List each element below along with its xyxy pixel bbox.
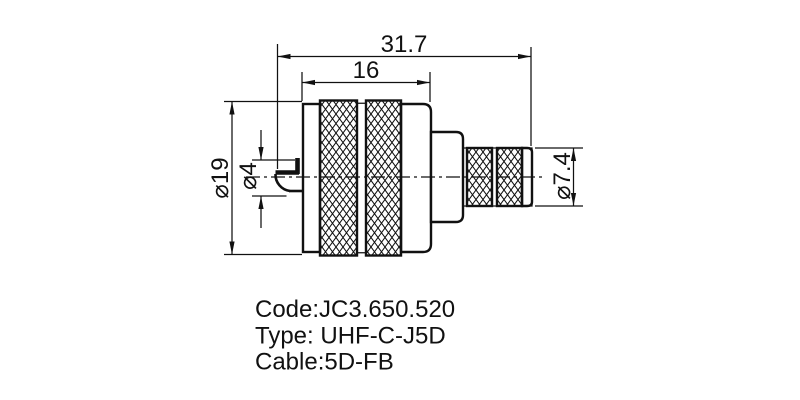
dim-extension-lines — [535, 147, 583, 207]
coupling-nut-flange — [301, 102, 322, 254]
dim-contact-diameter: ⌀4 — [235, 130, 295, 228]
dim-label-body-diameter: ⌀19 — [207, 157, 234, 198]
arrow-down-icon — [229, 241, 235, 255]
arrow-up-icon — [258, 196, 264, 209]
dim-label-overall-length: 31.7 — [381, 31, 428, 58]
dim-label-nut-length: 16 — [353, 57, 380, 84]
title-block: Code:JC3.650.520 Type: UHF-C-J5D Cable:5… — [255, 296, 455, 376]
dim-extension-lines — [252, 159, 295, 197]
dim-extension-lines — [224, 100, 302, 256]
arrow-right-icon — [417, 79, 430, 86]
dim-nut-length: 16 — [301, 57, 431, 102]
arrow-left-icon — [302, 79, 315, 86]
connector-body — [246, 99, 545, 257]
title-code-line: Code:JC3.650.520 — [255, 296, 455, 323]
dim-extension-lines — [276, 44, 532, 169]
coupling-nut-plain-section — [399, 102, 433, 254]
nut-knurl-band-1 — [318, 99, 359, 257]
nut-groove-edges — [357, 102, 366, 254]
nut-knurl-band-2 — [364, 99, 403, 257]
arrow-up-icon — [229, 101, 235, 115]
dim-label-contact-diameter: ⌀4 — [235, 162, 262, 190]
arrow-up-icon — [570, 148, 577, 161]
dim-label-ferrule-diameter: ⌀7.4 — [549, 152, 576, 200]
center-contact-cup — [274, 158, 304, 193]
dim-extension-lines — [301, 72, 431, 102]
dim-ferrule-diameter: ⌀7.4 — [535, 147, 583, 207]
title-type-line: Type: UHF-C-J5D — [255, 323, 446, 350]
arrow-left-icon — [277, 53, 291, 60]
dim-body-diameter: ⌀19 — [207, 100, 302, 256]
arrow-down-icon — [570, 193, 577, 206]
title-cable-line: Cable:5D-FB — [255, 349, 394, 376]
arrow-right-icon — [518, 53, 531, 60]
dim-overall-length: 31.7 — [276, 31, 532, 169]
arrow-down-icon — [258, 147, 264, 160]
